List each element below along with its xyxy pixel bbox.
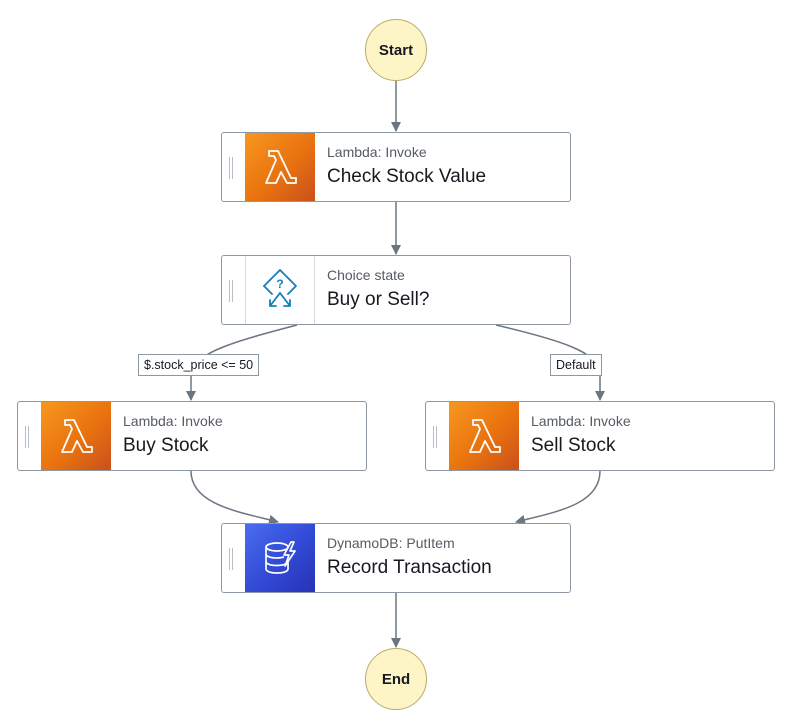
- start-label: Start: [378, 41, 414, 59]
- dynamodb-icon: [265, 541, 296, 574]
- lambda-tile: [449, 402, 519, 470]
- state-type: Lambda: Invoke: [123, 413, 223, 429]
- choice-icon: ?: [263, 269, 297, 307]
- state-name: Sell Stock: [531, 435, 616, 456]
- drag-handle[interactable]: [433, 426, 437, 448]
- choice-tile: ?: [245, 256, 315, 324]
- drag-handle[interactable]: [229, 157, 233, 179]
- edge-buy-to-record: [190, 470, 279, 525]
- state-record-transaction[interactable]: DynamoDB: PutItem Record Transaction: [221, 523, 571, 593]
- state-type: DynamoDB: PutItem: [327, 535, 455, 551]
- state-type: Lambda: Invoke: [327, 144, 427, 160]
- state-name: Record Transaction: [327, 557, 492, 578]
- state-sell-stock[interactable]: Lambda: Invoke Sell Stock: [425, 401, 775, 471]
- drag-handle[interactable]: [25, 426, 29, 448]
- state-buy-or-sell[interactable]: ? Choice state Buy or Sell?: [221, 255, 571, 325]
- edge-label-buy-condition[interactable]: $.stock_price <= 50: [138, 354, 260, 376]
- state-name: Buy or Sell?: [327, 289, 430, 310]
- drag-handle[interactable]: [229, 280, 233, 302]
- state-type: Choice state: [327, 267, 405, 283]
- state-name: Check Stock Value: [327, 166, 487, 187]
- state-check-stock-value[interactable]: Lambda: Invoke Check Stock Value: [221, 132, 571, 202]
- state-name: Buy Stock: [123, 435, 209, 456]
- lambda-tile: [41, 402, 111, 470]
- state-buy-stock[interactable]: Lambda: Invoke Buy Stock: [17, 401, 367, 471]
- edge-label-default[interactable]: Default: [550, 354, 602, 376]
- svg-text:?: ?: [276, 277, 283, 291]
- state-type: Lambda: Invoke: [531, 413, 631, 429]
- end-node[interactable]: End: [365, 648, 427, 710]
- lambda-icon: [469, 419, 501, 453]
- end-label: End: [381, 670, 411, 688]
- lambda-icon: [265, 150, 297, 184]
- drag-handle[interactable]: [229, 548, 233, 570]
- lambda-icon: [61, 419, 93, 453]
- start-node[interactable]: Start: [365, 19, 427, 81]
- lambda-tile: [245, 133, 315, 201]
- dynamodb-tile: [245, 524, 315, 592]
- edge-sell-to-record: [515, 470, 601, 525]
